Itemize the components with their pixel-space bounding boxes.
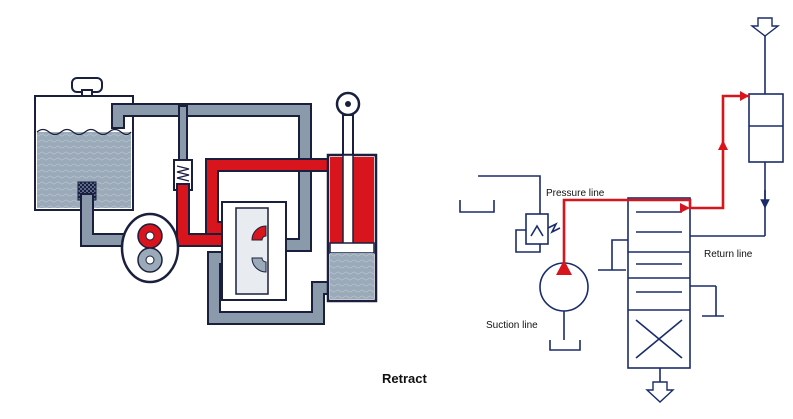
inlet-arrow-icon — [749, 17, 781, 37]
return-line-label: Return line — [704, 249, 753, 260]
return-pipes — [80, 103, 337, 325]
pressure-line-label: Pressure line — [546, 188, 605, 199]
pump-symbol — [539, 262, 589, 351]
diagram-caption: Retract — [382, 371, 427, 386]
relief-valve — [173, 159, 193, 191]
directional-valve-symbol — [627, 197, 724, 369]
reservoir — [34, 77, 134, 211]
relief-valve-symbol — [459, 175, 561, 253]
schematic-circuit — [459, 17, 784, 403]
gear-pump — [120, 212, 180, 284]
selector-valve — [221, 201, 287, 301]
schematic-pressure-path — [556, 91, 749, 275]
suction-line-label: Suction line — [486, 320, 538, 331]
outlet-arrow-icon — [645, 381, 675, 403]
pictorial-circuit — [34, 77, 378, 325]
cylinder-symbol — [748, 93, 784, 163]
actuating-cylinder — [326, 91, 378, 303]
